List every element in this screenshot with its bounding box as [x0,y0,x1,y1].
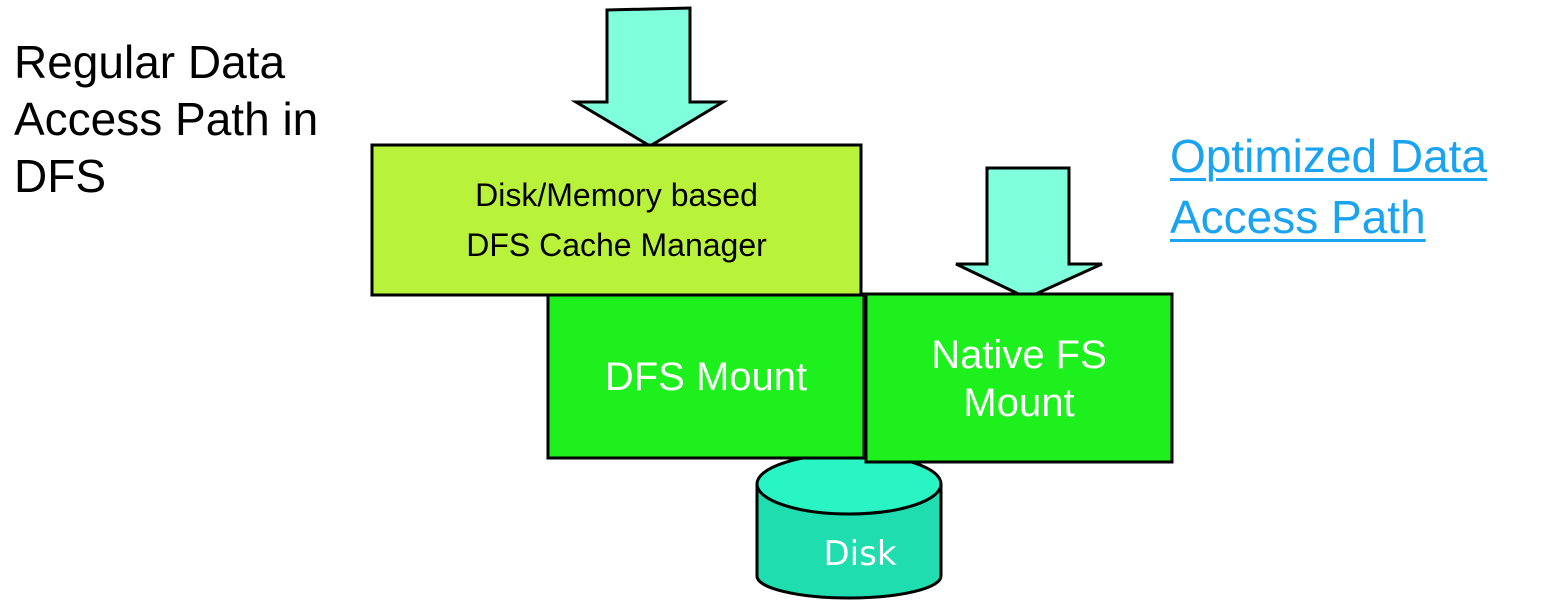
optimized-path-arrow-icon [955,166,1103,300]
native-fs-mount-label-line: Mount [963,381,1075,425]
optimized-path-link-line[interactable]: Optimized Data [1170,130,1488,182]
native-fs-mount-box [864,292,1174,464]
native-fs-mount-label: Native FS Mount [866,296,1172,462]
regular-path-title-line: Access Path in [14,93,319,145]
cache-manager-label-line: Disk/Memory based [475,177,758,213]
dfs-mount-label: DFS Mount [548,296,864,458]
disk-cylinder-icon [755,452,943,600]
cache-manager-label-line: DFS Cache Manager [466,227,767,263]
regular-path-title-line: Regular Data [14,36,286,88]
disk-label: Disk [823,534,897,574]
regular-path-title-line: DFS [14,150,106,202]
optimized-path-link[interactable]: Optimized Data Access Path [1170,126,1562,248]
cache-manager-label: Disk/Memory based DFS Cache Manager [372,145,861,295]
dfs-mount-box [546,292,866,460]
regular-path-title: Regular Data Access Path in DFS [14,34,414,205]
regular-path-arrow-icon [570,6,729,148]
native-fs-mount-label-line: Native FS [931,333,1107,377]
optimized-path-link-line[interactable]: Access Path [1170,191,1426,243]
cache-manager-box [370,143,863,297]
dfs-mount-label-line: DFS Mount [604,355,808,399]
